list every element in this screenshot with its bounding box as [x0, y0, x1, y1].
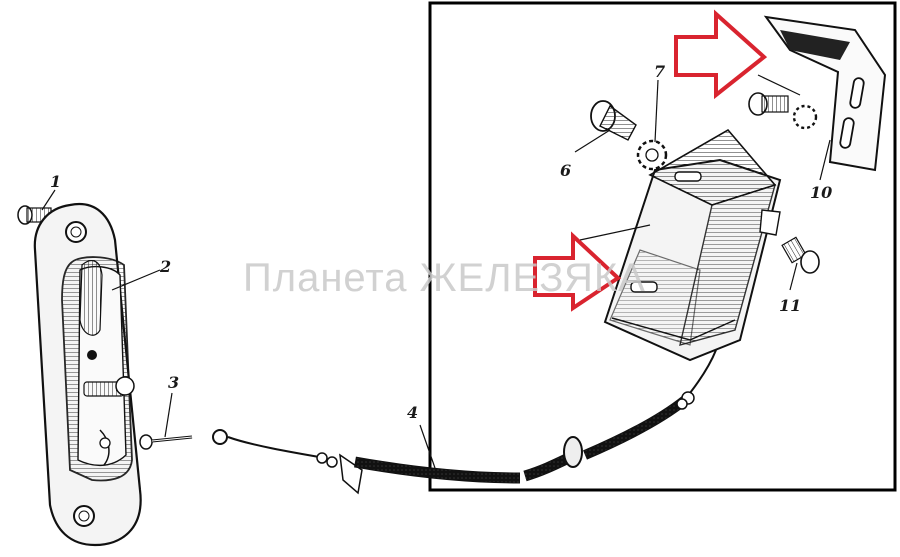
lock-washer-icon [636, 139, 668, 171]
callout-1: 1 [50, 172, 61, 191]
red-arrow-icon-middle [533, 231, 622, 312]
latch-body-icon [603, 128, 782, 362]
pin-icon [139, 434, 193, 450]
door-handle-housing-icon [33, 202, 142, 547]
small-screw-icon [781, 236, 820, 274]
callout-10: 10 [810, 183, 832, 202]
bolt-icon [590, 100, 637, 141]
leader-lines [41, 74, 831, 469]
callout-6: 6 [560, 161, 571, 180]
watermark-text: Планета ЖЕЛЕЗЯКА [243, 256, 646, 300]
callout-7: 7 [654, 62, 665, 81]
bracket-icon [748, 15, 887, 172]
callout-2: 2 [159, 257, 171, 276]
callout-3: 3 [168, 373, 179, 392]
callout-11: 11 [779, 296, 801, 315]
cable-icon [212, 349, 717, 495]
callout-4: 4 [407, 403, 418, 422]
red-arrow-icon-top [674, 9, 768, 100]
highlight-frame [428, 1, 897, 492]
